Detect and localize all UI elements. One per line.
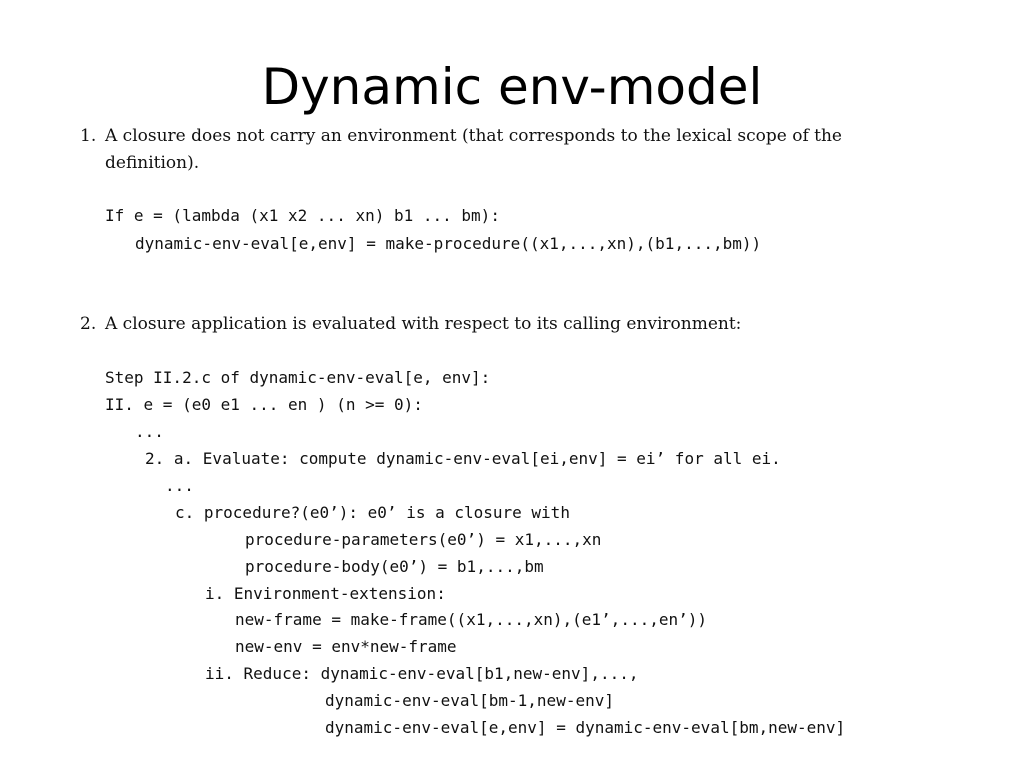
code-line: Step II.2.c of dynamic-env-eval[e, env]:: [105, 368, 491, 387]
code-line: ...: [135, 422, 164, 441]
item-1-text-line-2: definition).: [105, 153, 200, 173]
code-line: If e = (lambda (x1 x2 ... xn) b1 ... bm)…: [105, 206, 500, 225]
code-line: new-frame = make-frame((x1,...,xn),(e1’,…: [235, 610, 708, 629]
code-line: procedure-parameters(e0’) = x1,...,xn: [245, 530, 602, 549]
code-line: c. procedure?(e0’): e0’ is a closure wit…: [175, 503, 570, 522]
slide-title: Dynamic env-model: [261, 58, 763, 116]
code-line: procedure-body(e0’) = b1,...,bm: [245, 557, 544, 576]
item-2-number: 2.: [80, 314, 97, 334]
code-line: ...: [165, 476, 194, 495]
code-line: II. e = (e0 e1 ... en ) (n >= 0):: [105, 395, 423, 414]
code-line: dynamic-env-eval[bm-1,new-env]: [325, 691, 614, 710]
code-line: new-env = env*new-frame: [235, 637, 457, 656]
item-1-text-line-1: A closure does not carry an environment …: [105, 126, 842, 146]
code-line: ii. Reduce: dynamic-env-eval[b1,new-env]…: [205, 664, 639, 683]
code-line: dynamic-env-eval[e,env] = dynamic-env-ev…: [325, 718, 846, 737]
item-1-number: 1.: [80, 126, 97, 146]
code-line: i. Environment-extension:: [205, 584, 446, 603]
code-line: dynamic-env-eval[e,env] = make-procedure…: [135, 234, 762, 253]
item-2-text-line-1: A closure application is evaluated with …: [105, 314, 742, 334]
code-line: 2. a. Evaluate: compute dynamic-env-eval…: [145, 449, 781, 468]
